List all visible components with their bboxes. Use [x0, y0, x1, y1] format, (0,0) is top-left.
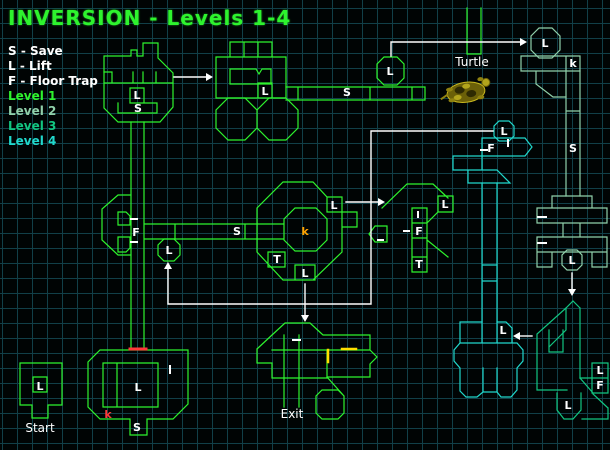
arrowhead-right-icon — [378, 198, 385, 206]
map-label-lift: L — [500, 125, 507, 138]
level4-floortrap-room — [452, 137, 533, 184]
map-label-floortrap: F — [415, 225, 423, 238]
map-label-lift: L — [301, 267, 308, 280]
map-label-trap: T — [415, 258, 423, 271]
room-topmiddle — [215, 41, 287, 99]
route-arrow-2 — [390, 41, 522, 57]
corridor-save-north — [285, 86, 426, 101]
map-label-lift: L — [564, 399, 571, 412]
map-labels: L S L S L L k S F S L k L T L L F T L F … — [25, 37, 603, 435]
level4-corridor — [481, 182, 498, 323]
room-topleft-inner — [103, 71, 174, 114]
map-label-save: S — [569, 142, 577, 155]
level4-dogbone-room — [453, 321, 524, 398]
map-label-lift: L — [441, 198, 448, 211]
map-label-floortrap: F — [132, 226, 140, 239]
yellow-doors — [326, 347, 358, 364]
map-label-lift: L — [386, 65, 393, 78]
level4-rooms — [452, 120, 533, 398]
map-label-key-orange: k — [301, 225, 309, 238]
legend-level-3: Level 3 — [8, 119, 57, 133]
corridor-west-vertical — [130, 121, 145, 350]
arrowhead-up-icon — [164, 262, 172, 269]
level3-lift-bay — [556, 392, 582, 420]
corridor-stub-top — [466, 7, 482, 55]
level2-lift-octagon-south — [561, 249, 583, 271]
map-label-key-red: k — [104, 408, 112, 421]
level1-rooms — [19, 7, 482, 436]
map-label-lift: L — [499, 324, 506, 337]
map-label-trap: T — [273, 253, 281, 266]
map-label-save: S — [134, 102, 142, 115]
arrowhead-right-icon — [520, 38, 527, 46]
arrowhead-left-icon — [513, 332, 520, 340]
map-label-lift: L — [165, 244, 172, 257]
door-marks — [128, 139, 547, 374]
room-bottomleft-large — [87, 349, 189, 436]
map-label-floortrap: F — [596, 379, 604, 392]
room-topmiddle-octagons — [215, 97, 299, 141]
map-label-lift: L — [330, 199, 337, 212]
legend-floor-trap: F - Floor Trap — [8, 74, 98, 88]
map-label-save: S — [133, 421, 141, 434]
page-title: INVERSION - Levels 1-4 — [8, 6, 292, 30]
room-exit — [256, 322, 378, 420]
level3-slant-structure — [536, 300, 581, 391]
arrowhead-down-icon — [568, 289, 576, 296]
map-label-lift: L — [134, 381, 141, 394]
level3-east-boxes — [579, 362, 609, 420]
map-label-lift: L — [36, 380, 43, 393]
route-arrow-3 — [167, 130, 494, 305]
room-east-traps — [368, 183, 454, 273]
level2-rooms — [520, 27, 608, 271]
legend-level-4: Level 4 — [8, 134, 57, 148]
map-label-lift: L — [541, 37, 548, 50]
room-start — [19, 362, 63, 419]
lift-octagon-north — [376, 56, 405, 86]
legend-save: S - Save — [8, 44, 63, 58]
map-label-lift: L — [133, 89, 140, 102]
level3-rooms — [536, 300, 609, 420]
legend-level-2: Level 2 — [8, 104, 57, 118]
lift-octagon-west — [157, 238, 181, 262]
start-caption: Start — [25, 421, 55, 435]
legend-level-1: Level 1 — [8, 89, 57, 103]
turtle-sprite — [440, 77, 491, 104]
room-central-key — [256, 181, 358, 281]
room-topleft — [103, 42, 174, 123]
level2-corridor-east — [565, 70, 581, 197]
corridor-save-west — [144, 223, 258, 240]
map-label-key: k — [569, 57, 577, 70]
exit-caption: Exit — [281, 407, 304, 421]
map-label-save: S — [343, 86, 351, 99]
map-legend: S - Save L - Lift F - Floor Trap Level 1… — [8, 44, 98, 149]
door-ticks — [130, 139, 547, 374]
level2-ibeam-room — [536, 195, 608, 268]
legend-lift: L - Lift — [8, 59, 52, 73]
map-label-floortrap: F — [487, 142, 495, 155]
map-label-save: S — [233, 225, 241, 238]
level2-lift-octagon — [530, 27, 561, 59]
map-label-lift: L — [261, 85, 268, 98]
map-label-lift: L — [596, 364, 603, 377]
route-arrows — [164, 38, 576, 340]
arrowhead-down-icon — [301, 315, 309, 322]
map-label-lift: L — [568, 254, 575, 267]
turtle-caption: Turtle — [454, 55, 488, 69]
room-floortrap-west — [101, 194, 131, 256]
arrowhead-right-icon — [206, 73, 213, 81]
